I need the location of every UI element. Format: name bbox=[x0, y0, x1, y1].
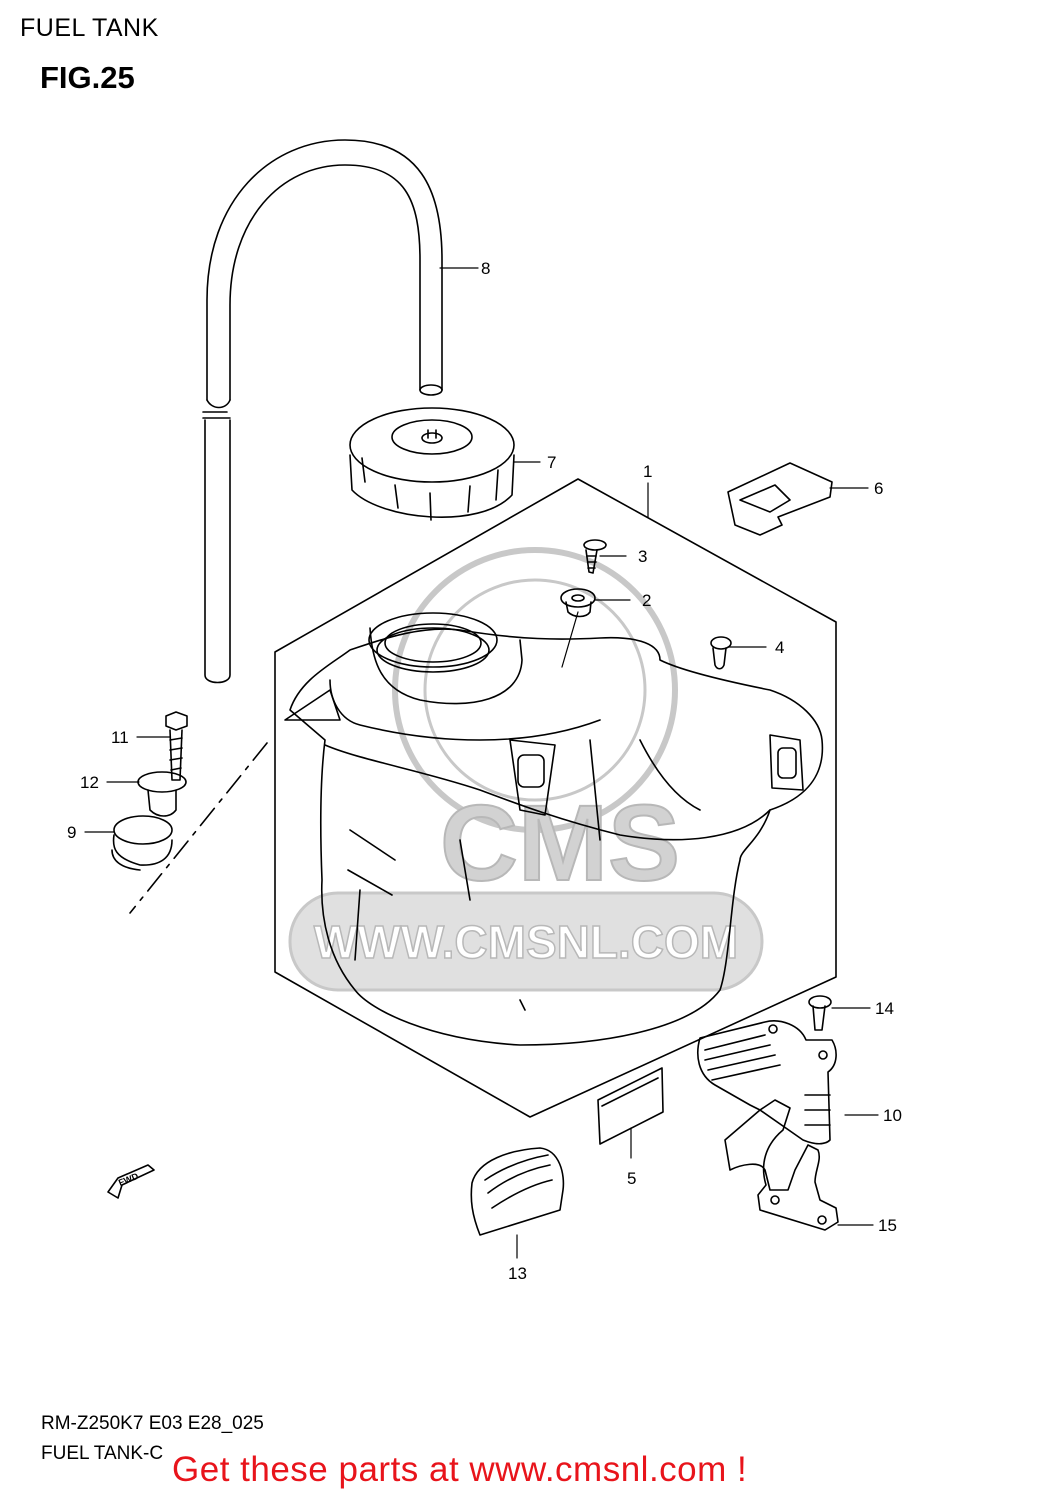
breather-hose bbox=[202, 139, 443, 684]
clamp bbox=[727, 462, 833, 536]
leader-lines bbox=[84, 267, 879, 1259]
callout-4[interactable]: 4 bbox=[775, 638, 785, 657]
spacer bbox=[137, 771, 187, 817]
callout-2[interactable]: 2 bbox=[642, 591, 652, 610]
screw-14 bbox=[808, 995, 832, 1031]
callout-11[interactable]: 11 bbox=[111, 728, 129, 747]
section-code: FUEL TANK-C bbox=[41, 1443, 164, 1464]
fwd-arrow-icon: FWD bbox=[107, 1164, 155, 1199]
callout-14[interactable]: 14 bbox=[875, 999, 894, 1018]
callout-7[interactable]: 7 bbox=[547, 453, 557, 472]
bolt bbox=[710, 636, 732, 670]
fuel-cap bbox=[349, 407, 515, 521]
callout-8[interactable]: 8 bbox=[481, 259, 491, 278]
cushion bbox=[111, 815, 173, 871]
pad bbox=[597, 1067, 664, 1145]
page-title: FUEL TANK bbox=[20, 14, 159, 42]
heat-protector bbox=[697, 1020, 837, 1145]
svg-text:FWD: FWD bbox=[117, 1171, 140, 1188]
washer bbox=[560, 588, 596, 618]
figure-label: FIG.25 bbox=[40, 60, 135, 95]
callout-3[interactable]: 3 bbox=[638, 547, 648, 566]
assembly-outline bbox=[274, 478, 837, 1118]
screw bbox=[583, 539, 607, 574]
fuel-tank bbox=[284, 612, 824, 1046]
leader-dash bbox=[129, 742, 268, 914]
callout-13[interactable]: 13 bbox=[508, 1264, 527, 1283]
promo-link[interactable]: Get these parts at www.cmsnl.com ! bbox=[172, 1450, 748, 1489]
callout-1[interactable]: 1 bbox=[643, 462, 653, 481]
callout-10[interactable]: 10 bbox=[883, 1106, 902, 1125]
watermark-logo: CMS bbox=[440, 782, 680, 903]
callout-15[interactable]: 15 bbox=[878, 1216, 897, 1235]
watermark-url: WWW.CMSNL.COM bbox=[314, 916, 738, 968]
bolt-11 bbox=[165, 711, 188, 781]
cover bbox=[470, 1147, 565, 1236]
callout-6[interactable]: 6 bbox=[874, 479, 884, 498]
callout-12[interactable]: 12 bbox=[80, 773, 99, 792]
callout-9[interactable]: 9 bbox=[67, 823, 77, 842]
bracket bbox=[724, 1099, 839, 1231]
model-code: RM-Z250K7 E03 E28_025 bbox=[41, 1413, 264, 1434]
watermark: CMS WWW.CMSNL.COM bbox=[288, 547, 764, 992]
callout-5[interactable]: 5 bbox=[627, 1169, 637, 1188]
